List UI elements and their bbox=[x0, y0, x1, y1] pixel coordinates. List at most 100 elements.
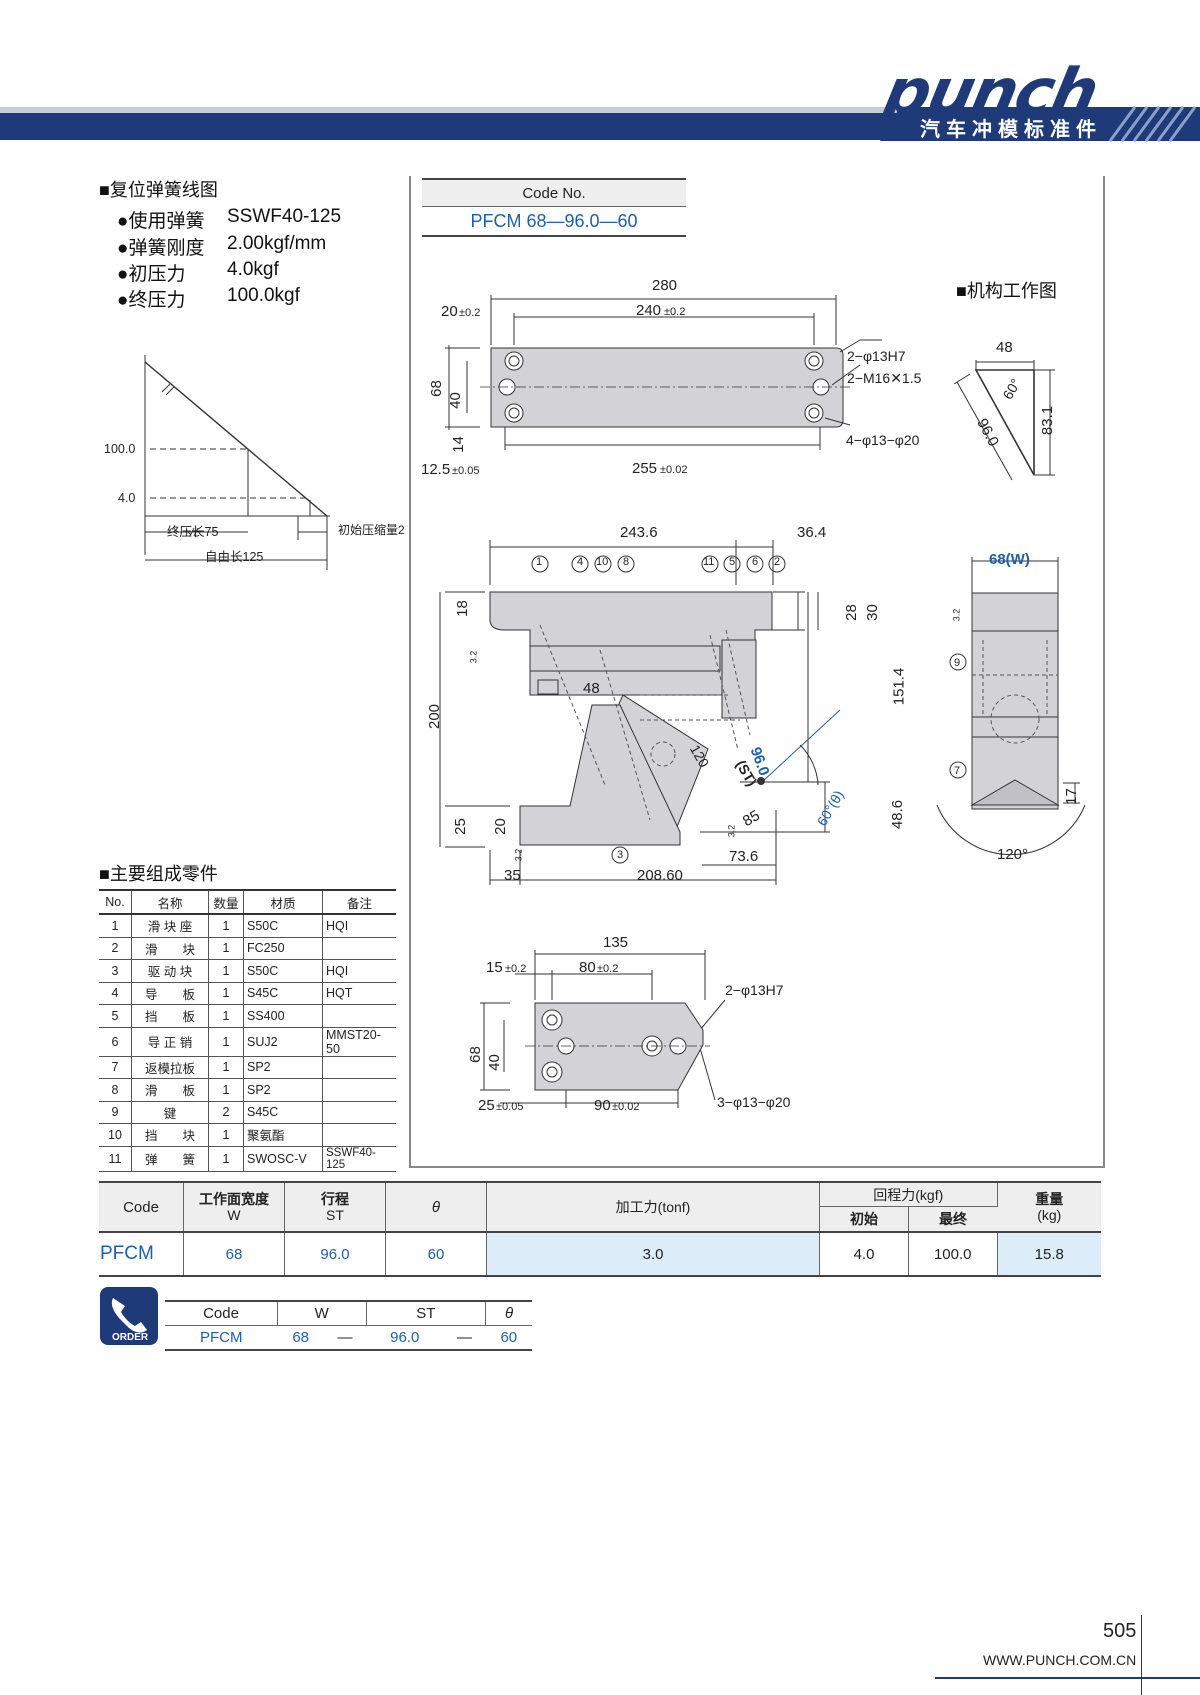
main-rough3: 3.2 bbox=[726, 824, 737, 838]
spring-value-1: SSWF40-125 bbox=[227, 206, 342, 227]
balloon-1: 1 bbox=[536, 556, 543, 568]
parts-title: ■主要组成零件 bbox=[99, 864, 218, 884]
spec-h-w1: 工作面宽度 bbox=[199, 1191, 269, 1207]
top-d280: 280 bbox=[652, 277, 678, 294]
cell bbox=[322, 1004, 396, 1028]
cell bbox=[322, 1101, 396, 1124]
parts-h-qty: 数量 bbox=[208, 889, 244, 915]
cell: 7 bbox=[99, 1056, 132, 1079]
balloon-10: 10 bbox=[596, 556, 609, 568]
spec-h-st2: ST bbox=[326, 1207, 344, 1223]
cell: 1 bbox=[208, 1056, 244, 1079]
cell: 弹 簧 bbox=[131, 1146, 209, 1172]
cell: 1 bbox=[208, 1123, 244, 1147]
cell bbox=[322, 1123, 396, 1147]
cell: SP2 bbox=[243, 1056, 323, 1079]
cell: 4 bbox=[99, 982, 132, 1005]
cell: 8 bbox=[99, 1078, 132, 1102]
cell: HQI bbox=[322, 959, 396, 983]
spec-h-init: 初始 bbox=[819, 1206, 909, 1233]
mechanism-diagram bbox=[953, 360, 1055, 481]
spec-h-wt2: (kg) bbox=[1037, 1207, 1062, 1223]
cell: 2 bbox=[208, 1101, 244, 1124]
spring-title: ■复位弹簧线图 bbox=[99, 180, 218, 200]
cell: 返模拉板 bbox=[131, 1056, 209, 1079]
phone-icon bbox=[111, 1298, 147, 1333]
spec-theta: 60 bbox=[385, 1232, 487, 1276]
cell: 1 bbox=[208, 1027, 244, 1057]
side-d17: 17 bbox=[1062, 788, 1080, 805]
spec-h-force: 加工力(tonf) bbox=[486, 1182, 820, 1233]
header-subtitle: 汽车冲模标准件 bbox=[920, 119, 1102, 141]
main-d736: 73.6 bbox=[729, 848, 759, 865]
cell: 滑 块 bbox=[131, 937, 209, 960]
cell: 1 bbox=[208, 959, 244, 983]
spring-label-3: ●初压力 bbox=[117, 264, 186, 285]
order-v-theta: 60 bbox=[500, 1329, 518, 1346]
cell: 1 bbox=[208, 914, 244, 938]
bottom-d135: 135 bbox=[603, 934, 629, 951]
graph-initial: 初始压缩量2 bbox=[338, 523, 405, 537]
balloon-6: 6 bbox=[752, 556, 759, 568]
spec-h-w2: W bbox=[227, 1207, 241, 1223]
cell: SSWF40-125 bbox=[322, 1146, 396, 1172]
cell: SWOSC-V bbox=[243, 1146, 323, 1172]
graph-y1: 100.0 bbox=[104, 442, 136, 456]
mech-d48: 48 bbox=[996, 339, 1013, 356]
side-d120: 120° bbox=[997, 846, 1029, 863]
cell: 1 bbox=[208, 1078, 244, 1102]
spec-init: 4.0 bbox=[819, 1232, 909, 1276]
spec-st: 96.0 bbox=[284, 1232, 386, 1276]
order-v-code: PFCM bbox=[200, 1329, 243, 1346]
side-b7: 7 bbox=[954, 765, 961, 777]
cell bbox=[322, 937, 396, 960]
bottom-tol3: ±0.05 bbox=[496, 1101, 524, 1113]
parts-header-row: No. 名称 数量 材质 备注 bbox=[99, 889, 396, 915]
order-badge-label: ORDER bbox=[112, 1332, 149, 1343]
order-h-theta: θ bbox=[504, 1305, 514, 1322]
bottom-d15: 15 bbox=[486, 959, 503, 976]
top-d125: 12.5 bbox=[421, 461, 451, 478]
cell: 6 bbox=[99, 1027, 132, 1057]
cell: 5 bbox=[99, 1004, 132, 1028]
top-tol4: ±0.02 bbox=[660, 464, 688, 476]
main-d25: 25 bbox=[451, 818, 469, 835]
order-dash-2: — bbox=[457, 1329, 473, 1346]
top-hole1: 2−φ13H7 bbox=[847, 348, 906, 364]
cell: 滑 板 bbox=[131, 1078, 209, 1102]
code-no-box: Code No. PFCM 68—96.0—60 bbox=[422, 178, 686, 237]
spec-force: 3.0 bbox=[486, 1232, 820, 1276]
cell: S45C bbox=[243, 982, 323, 1005]
cell: 1 bbox=[208, 1004, 244, 1028]
top-tol3: ±0.05 bbox=[452, 465, 480, 477]
top-tol1: ±0.2 bbox=[459, 307, 481, 319]
main-d364: 36.4 bbox=[797, 524, 827, 541]
bottom-hole1: 2−φ13H7 bbox=[725, 982, 784, 998]
cell: S45C bbox=[243, 1101, 323, 1124]
cell: S50C bbox=[243, 914, 323, 938]
main-d28: 28 bbox=[842, 604, 860, 621]
top-d255: 255 bbox=[632, 460, 658, 477]
cell: 1 bbox=[99, 914, 132, 938]
balloon-4: 4 bbox=[577, 556, 584, 568]
spec-h-final: 最终 bbox=[908, 1206, 997, 1233]
parts-h-no: No. bbox=[99, 889, 132, 915]
spec-w: 68 bbox=[183, 1232, 285, 1276]
top-d240: 240 bbox=[636, 302, 662, 319]
top-view-drawing bbox=[445, 295, 882, 450]
main-d18: 18 bbox=[453, 600, 471, 617]
order-v-st: 96.0 bbox=[390, 1329, 420, 1346]
spring-label-2: ●弹簧刚度 bbox=[117, 238, 205, 259]
main-d2436: 243.6 bbox=[620, 524, 658, 541]
main-d20860: 208.60 bbox=[637, 867, 683, 884]
cell: FC250 bbox=[243, 937, 323, 960]
side-w: 68(W) bbox=[989, 551, 1030, 568]
bottom-d80: 80 bbox=[579, 959, 596, 976]
footer-url: WWW.PUNCH.COM.CN bbox=[983, 1652, 1137, 1668]
